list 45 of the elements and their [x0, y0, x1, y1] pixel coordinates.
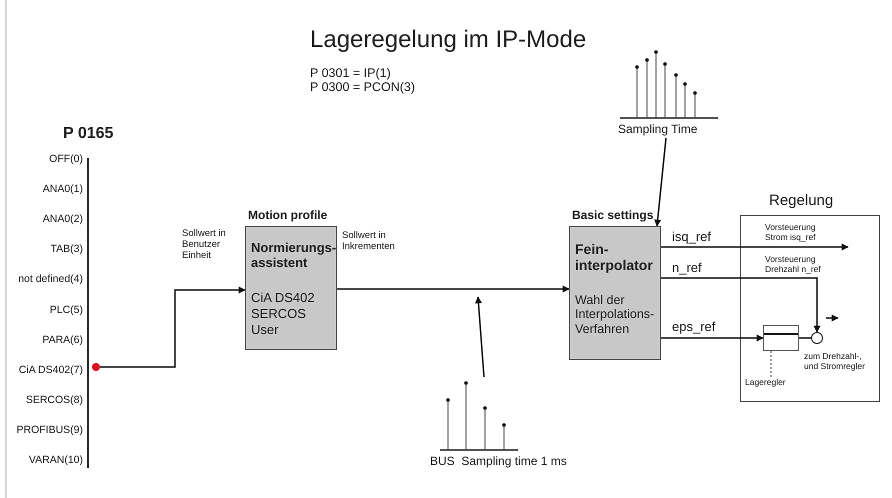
block-title: Normierungs- assistent	[251, 241, 335, 271]
parameter-setting: P 0301 = IP(1)	[310, 66, 392, 80]
parameter-heading: P 0165	[63, 125, 114, 144]
signal-note: Vorsteuerung Drehzahl n_ref	[765, 255, 822, 275]
edge-label: Sollwert in Benutzer Einheit	[182, 229, 227, 262]
edge-label: isq_ref	[672, 230, 712, 245]
block-heading: Motion profile	[248, 209, 328, 223]
option-label: VARAN(10)	[28, 454, 83, 466]
block-text: User	[251, 323, 280, 338]
summing-junction	[811, 332, 823, 344]
arrow	[661, 334, 764, 342]
option-label: PROFIBUS(9)	[15, 424, 83, 436]
block-text: CiA DS402	[251, 291, 316, 306]
block-text: Wahl der Interpolations- Verfahren	[575, 293, 656, 336]
option-label: PLC(5)	[48, 304, 83, 316]
output-note: zum Drehzahl-, und Stromregler	[804, 352, 866, 372]
option-label: not defined(4)	[17, 273, 83, 286]
edge-label: n_ref	[672, 261, 702, 276]
chart-caption: Sampling Time	[618, 123, 698, 137]
option-label: SERCOS(8)	[24, 394, 83, 406]
arrow	[661, 244, 849, 250]
block-title: Fein- interpolator	[575, 241, 654, 274]
option-label: OFF(0)	[48, 153, 83, 166]
option-label: ANA0(1)	[42, 183, 83, 196]
option-label: CiA DS402(7)	[18, 364, 83, 376]
arrow	[654, 138, 667, 227]
title: Lageregelung im IP-Mode	[310, 26, 586, 54]
arrow	[661, 277, 820, 333]
parameter-setting: P 0300 = PCON(3)	[310, 80, 416, 94]
controller-block	[763, 325, 799, 351]
leader-line	[770, 350, 772, 378]
block-text: SERCOS	[251, 307, 307, 322]
option-label: TAB(3)	[50, 243, 83, 256]
signal-note: Vorsteuerung Strom isq_ref	[765, 223, 817, 243]
block-label: Lageregler	[745, 377, 797, 389]
arrow	[474, 296, 485, 378]
panel-heading: Regelung	[769, 192, 834, 210]
edge-label: eps_ref	[672, 320, 716, 335]
option-label: ANA0(2)	[42, 213, 83, 226]
chart-caption: BUS Sampling time 1 ms	[430, 455, 567, 469]
block-heading: Basic settings	[572, 209, 654, 223]
edge-label: Sollwert in Inkrementen	[342, 231, 396, 253]
arrow	[100, 286, 246, 368]
arrow	[337, 286, 570, 292]
option-label: PARA(6)	[41, 334, 83, 346]
